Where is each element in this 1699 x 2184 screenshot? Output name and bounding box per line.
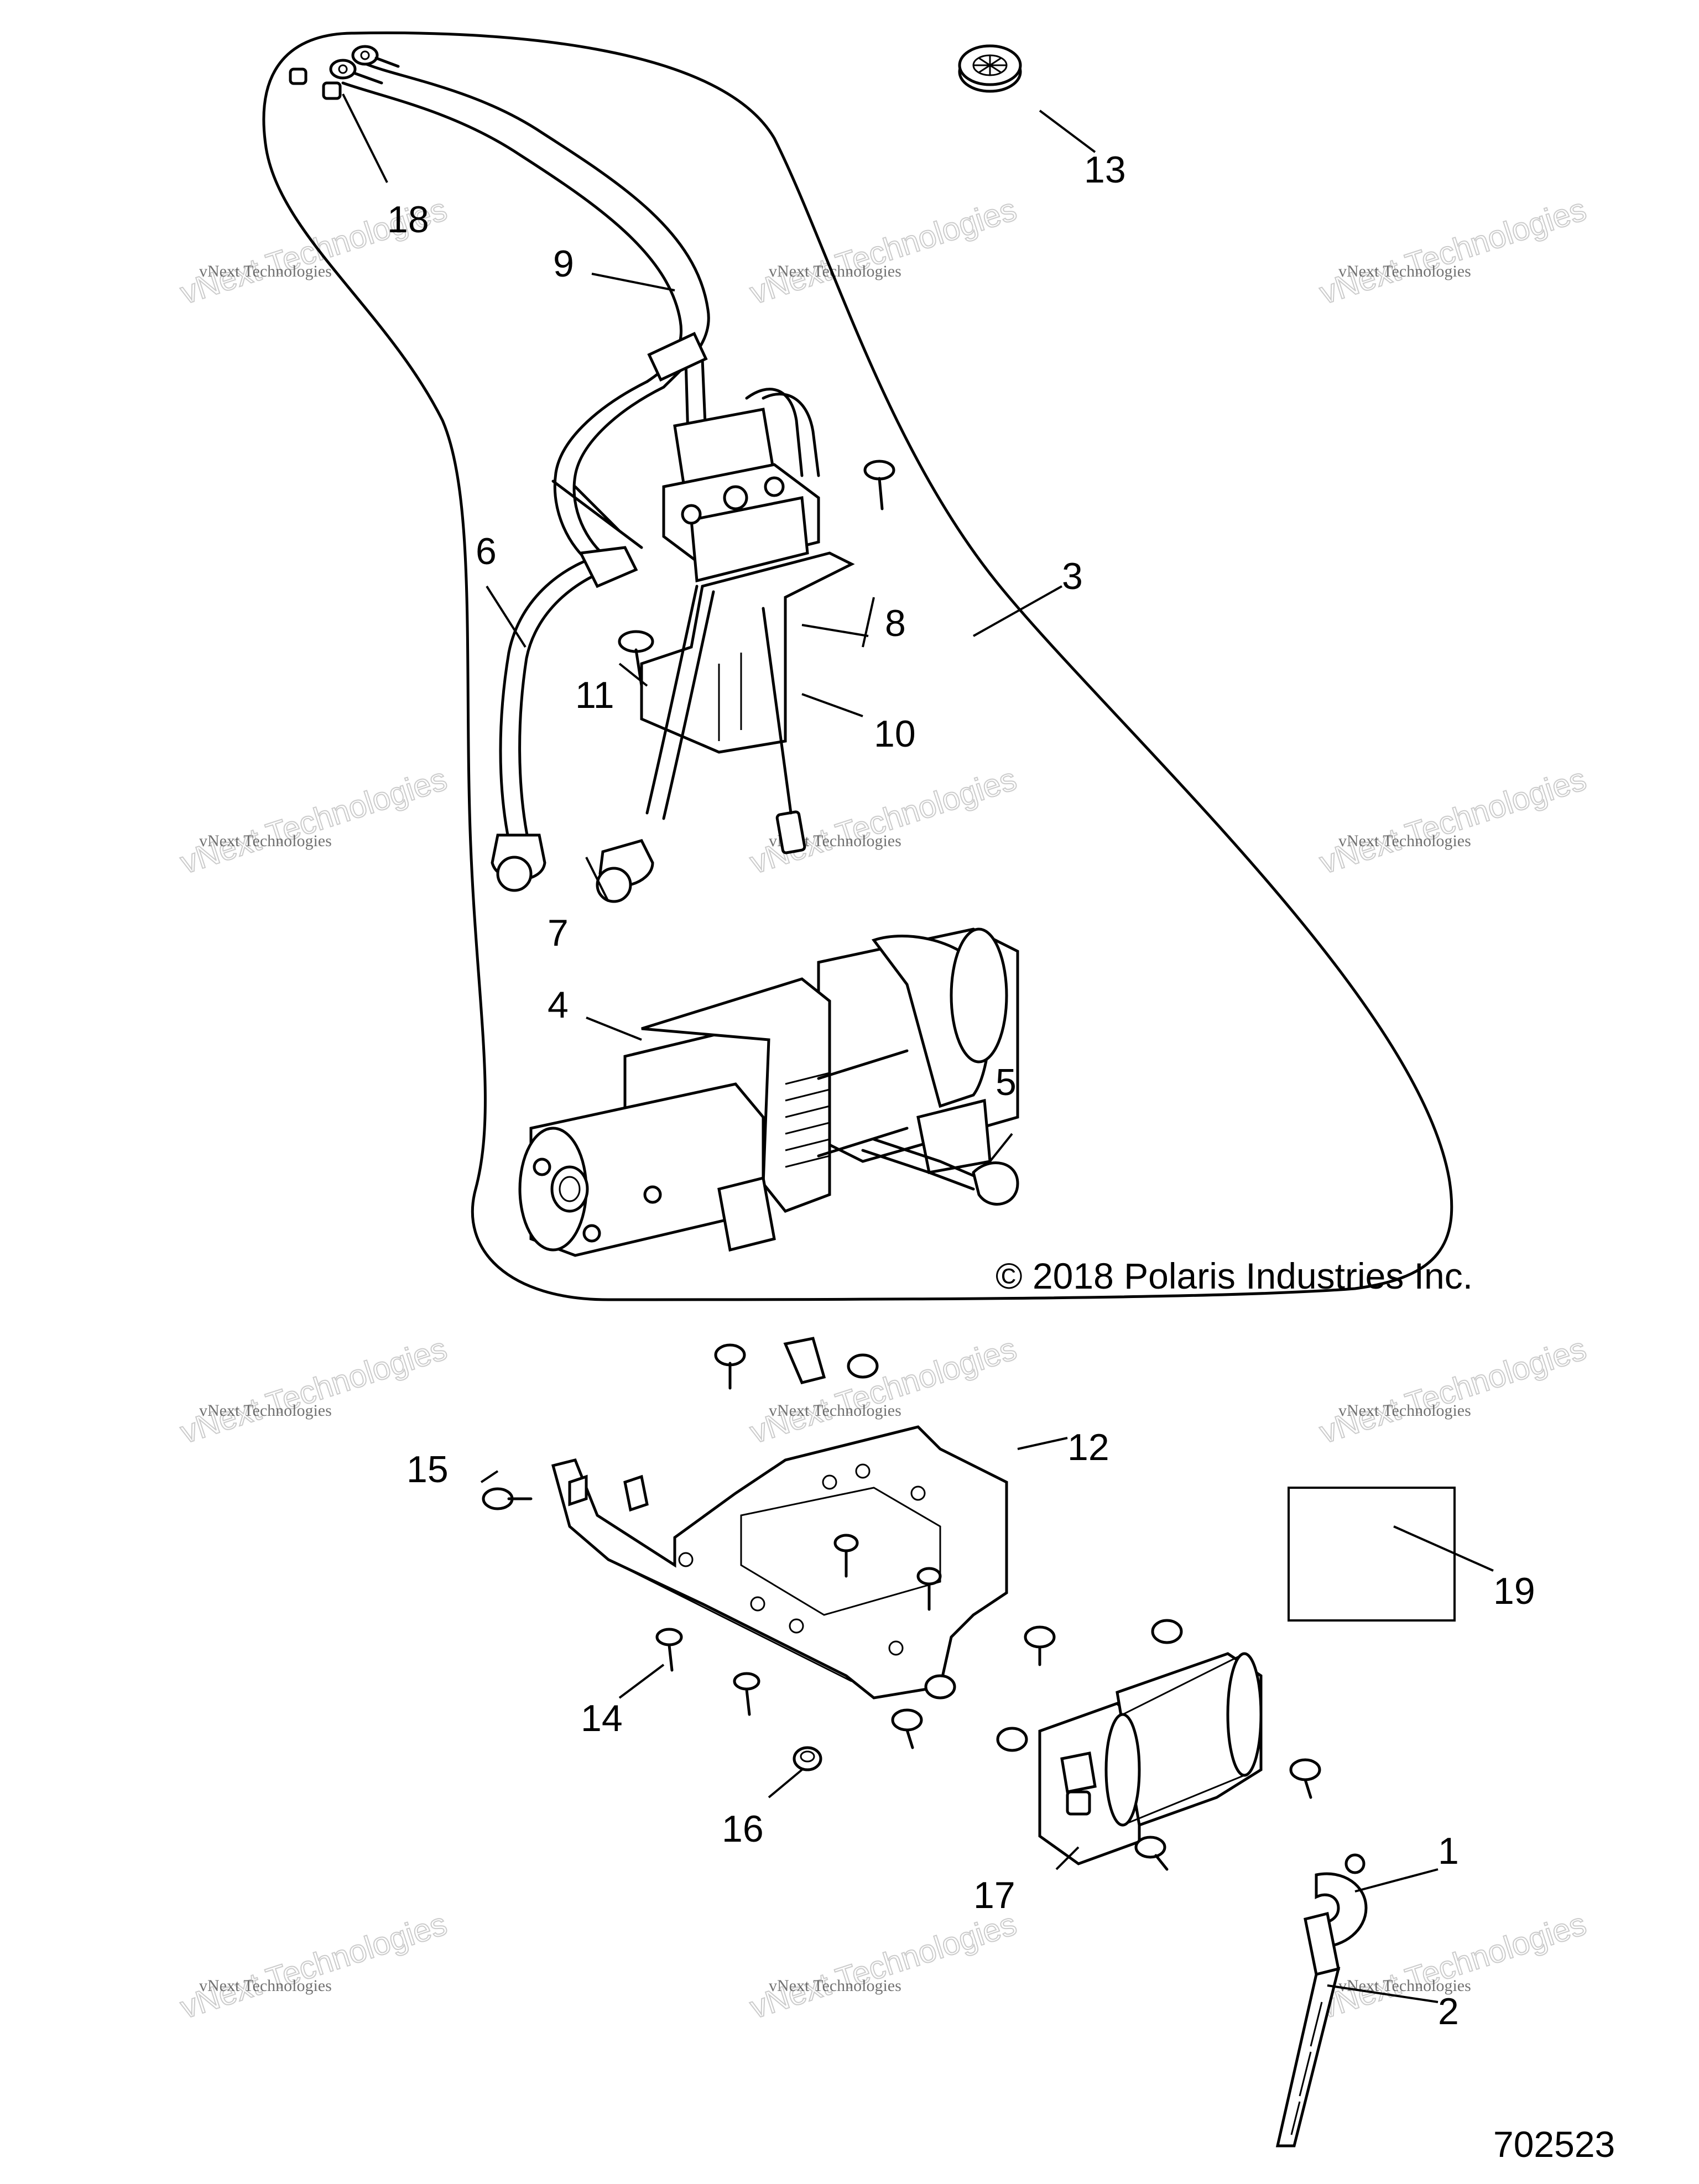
watermark: vNext Technologies vNext Technologies [745,1905,1021,2026]
cable-7 [596,585,715,903]
watermark: vNext Technologies vNext Technologies [175,760,451,882]
svg-text:vNext Technologies: vNext Technologies [176,1331,451,1451]
callout-18: 18 [387,199,429,241]
mounting-bracket [640,551,855,854]
callout-10: 10 [874,713,916,755]
watermark: vNext Technologies vNext Technologies [1315,1330,1591,1451]
leader-lines [342,93,1494,2003]
grommet [958,44,1022,93]
callout-14: 14 [581,1697,623,1739]
svg-text:vNext Technologies: vNext Technologies [199,1401,332,1420]
callout-labels: 1 2 3 4 5 6 7 8 9 10 11 12 13 14 15 16 1… [387,149,1535,2032]
document-number: 702523 [1493,2124,1615,2165]
nut [996,1727,1028,1752]
kit-outline [262,31,1453,1301]
callout-13: 13 [1084,149,1126,191]
svg-text:vNext Technologies: vNext Technologies [769,1401,901,1420]
bolt [482,1487,533,1510]
svg-text:vNext Technologies: vNext Technologies [1338,262,1471,280]
callout-11: 11 [575,674,614,716]
strap [1275,1967,1341,2147]
bolt [833,1534,859,1578]
bolt [891,1708,923,1749]
watermark: vNext Technologies vNext Technologies [745,191,1021,312]
callout-1: 1 [1438,1830,1459,1872]
bolt [1289,1758,1321,1799]
svg-text:vNext Technologies: vNext Technologies [769,1977,901,1995]
svg-text:vNext Technologies: vNext Technologies [199,262,332,280]
hook [1304,1853,1368,1977]
svg-text:vNext Technologies: vNext Technologies [1315,761,1590,881]
svg-text:vNext Technologies: vNext Technologies [746,191,1020,311]
bolt [916,1567,942,1611]
bolt [1134,1836,1169,1871]
watermark: vNext Technologies vNext Technologies [1315,760,1591,882]
callout-17: 17 [973,1874,1015,1916]
winch [518,927,1019,1257]
svg-text:vNext Technologies: vNext Technologies [746,1906,1020,2026]
callout-2: 2 [1438,1990,1459,2032]
callout-16: 16 [722,1808,764,1850]
watermark: vNext Technologies vNext Technologies [175,1330,451,1451]
svg-text:vNext Technologies: vNext Technologies [199,832,332,850]
callout-5: 5 [996,1061,1017,1103]
callout-12: 12 [1067,1426,1109,1468]
bolt [1024,1625,1056,1666]
svg-text:vNext Technologies: vNext Technologies [1338,1977,1471,1995]
svg-text:vNext Technologies: vNext Technologies [1315,191,1590,311]
battery-cables [341,62,712,566]
callout-3: 3 [1062,555,1083,597]
svg-text:vNext Technologies: vNext Technologies [1338,832,1471,850]
roller-fairlead [1038,1652,1263,1865]
callout-15: 15 [406,1448,449,1490]
bolt [714,1343,746,1390]
watermark: vNext Technologies vNext Technologies [1315,191,1591,312]
winch-rope [861,1138,1019,1206]
bolt-14 [655,1628,683,1672]
copyright-notice: © 2018 Polaris Industries Inc. [996,1255,1473,1296]
mounting-plate [551,1337,1008,1700]
contactor [551,388,820,583]
callout-8: 8 [885,602,906,644]
screw-11b [863,460,895,510]
svg-text:vNext Technologies: vNext Technologies [199,1977,332,1995]
svg-text:vNext Technologies: vNext Technologies [176,1906,451,2026]
svg-text:vNext Technologies: vNext Technologies [1315,1331,1590,1451]
nut [847,1353,879,1379]
callout-7: 7 [548,912,569,954]
svg-text:vNext Technologies: vNext Technologies [1338,1401,1471,1420]
nut [1151,1619,1183,1644]
bolt-14b [733,1672,760,1716]
callout-19: 19 [1493,1570,1535,1612]
cable-6 [491,546,638,892]
callout-9: 9 [553,243,574,285]
cable-terminals [289,45,400,100]
callout-6: 6 [476,530,497,572]
svg-text:vNext Technologies: vNext Technologies [176,761,451,881]
callout-4: 4 [548,984,569,1026]
watermark: vNext Technologies vNext Technologies [175,1905,451,2026]
nut-16 [793,1746,822,1771]
nut [924,1674,956,1700]
decal [1288,1487,1456,1622]
